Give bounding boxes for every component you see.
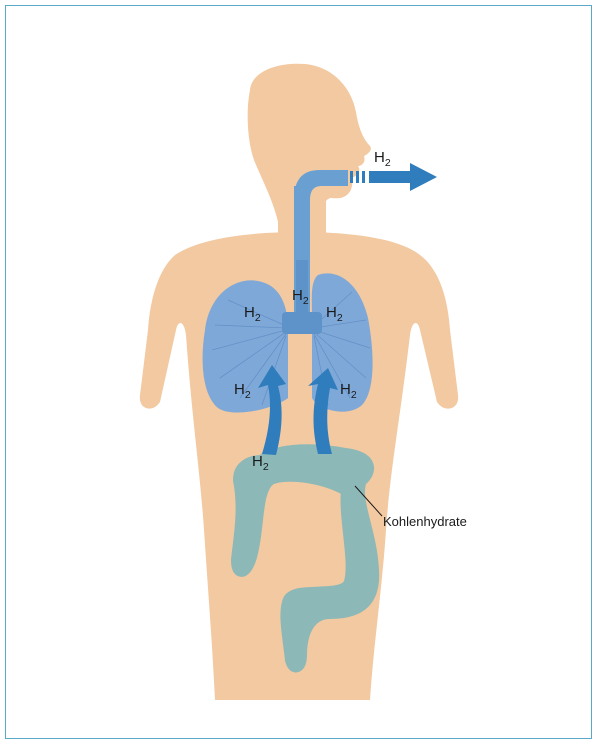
label-h2-exhale: H2 bbox=[374, 149, 391, 169]
exhale-arrow bbox=[350, 163, 437, 191]
label-kohlenhydrate: Kohlenhydrate bbox=[383, 514, 467, 529]
